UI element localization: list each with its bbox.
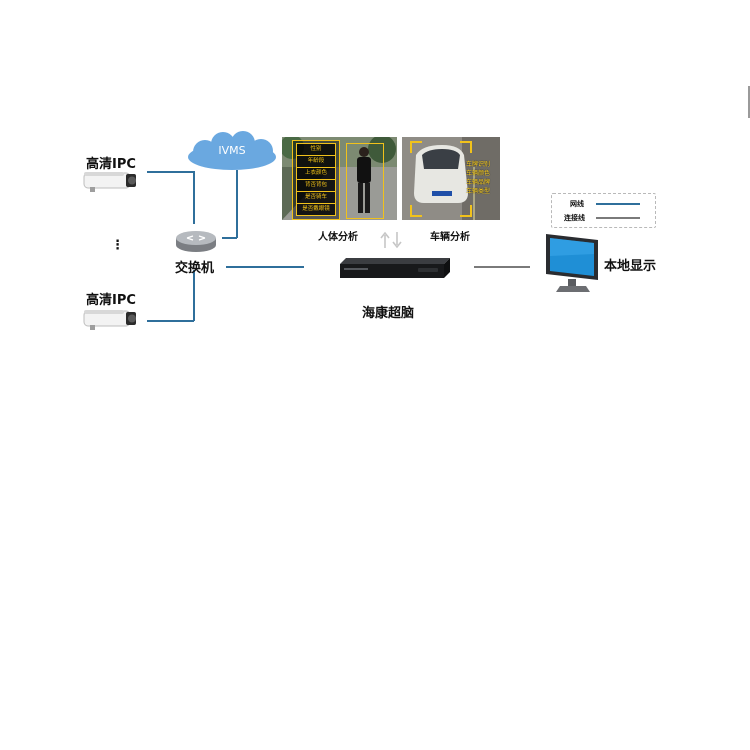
local-monitor (544, 232, 600, 294)
camera-icon (83, 172, 136, 192)
vehicle-bracket-bl (410, 205, 422, 217)
vehicle-bracket-br (460, 205, 472, 217)
vehicle-analysis-panel: 车牌识别 车辆颜色 车辆品牌 车辆类型 (402, 137, 500, 220)
vehicle-tag-plate: 车牌识别 (466, 161, 491, 168)
vehicle-analysis-caption: 车辆分析 (430, 232, 470, 243)
person-detection-box (346, 143, 384, 219)
nvr-icon (340, 258, 450, 278)
vehicle-bracket-tl (410, 141, 422, 153)
nvr-device (338, 256, 454, 282)
vehicle-tag-brand: 车辆品牌 (466, 179, 491, 186)
camera-ellipsis: ⋮ (111, 238, 124, 253)
cloud-label: IVMS (218, 144, 246, 157)
human-analysis-caption: 人体分析 (318, 232, 358, 243)
line-switch-down (193, 270, 195, 321)
switch-icon (176, 231, 216, 252)
monitor-icon (546, 234, 598, 292)
legend-network-line (596, 203, 640, 205)
line-nvr-to-monitor (474, 266, 530, 268)
camera-top-label: 高清IPC (86, 157, 136, 172)
camera-bottom (82, 306, 142, 332)
line-camera-top-to-cloud (147, 171, 193, 173)
cloud-icon (188, 131, 276, 170)
line-switch-to-camera-bottom (147, 320, 194, 322)
line-cloud-to-switch-horizontal (222, 237, 237, 239)
camera-icon (83, 310, 136, 330)
vehicle-scene-image (402, 137, 500, 220)
sync-arrows-icon (380, 231, 402, 249)
camera-top (82, 168, 142, 194)
human-analysis-panel: 性别 年龄段 上衣颜色 背否背包 是否骑车 是否戴眼镜 (282, 137, 397, 220)
monitor-label: 本地显示 (604, 259, 657, 274)
network-switch (174, 228, 218, 254)
legend: 网线 连接线 (551, 193, 656, 228)
vehicle-bracket-tr (460, 141, 472, 153)
vehicle-tag-color: 车辆颜色 (466, 170, 491, 177)
switch-label: 交换机 (175, 261, 215, 276)
vehicle-tag-type: 车辆类型 (466, 188, 491, 195)
legend-connection-label: 连接线 (564, 214, 585, 222)
line-cloud-to-switch-vertical (236, 170, 238, 238)
person-icon (357, 147, 371, 213)
nvr-label: 海康超脑 (362, 306, 415, 321)
line-cloud-drop (193, 171, 195, 224)
line-switch-to-nvr (226, 266, 304, 268)
ivms-cloud: IVMS (183, 131, 281, 173)
human-tag-glasses: 是否戴眼镜 (296, 203, 336, 216)
legend-network-label: 网线 (570, 200, 584, 208)
legend-connection-line (596, 217, 640, 219)
edge-mark (748, 86, 750, 118)
camera-bottom-label: 高清IPC (86, 293, 136, 308)
